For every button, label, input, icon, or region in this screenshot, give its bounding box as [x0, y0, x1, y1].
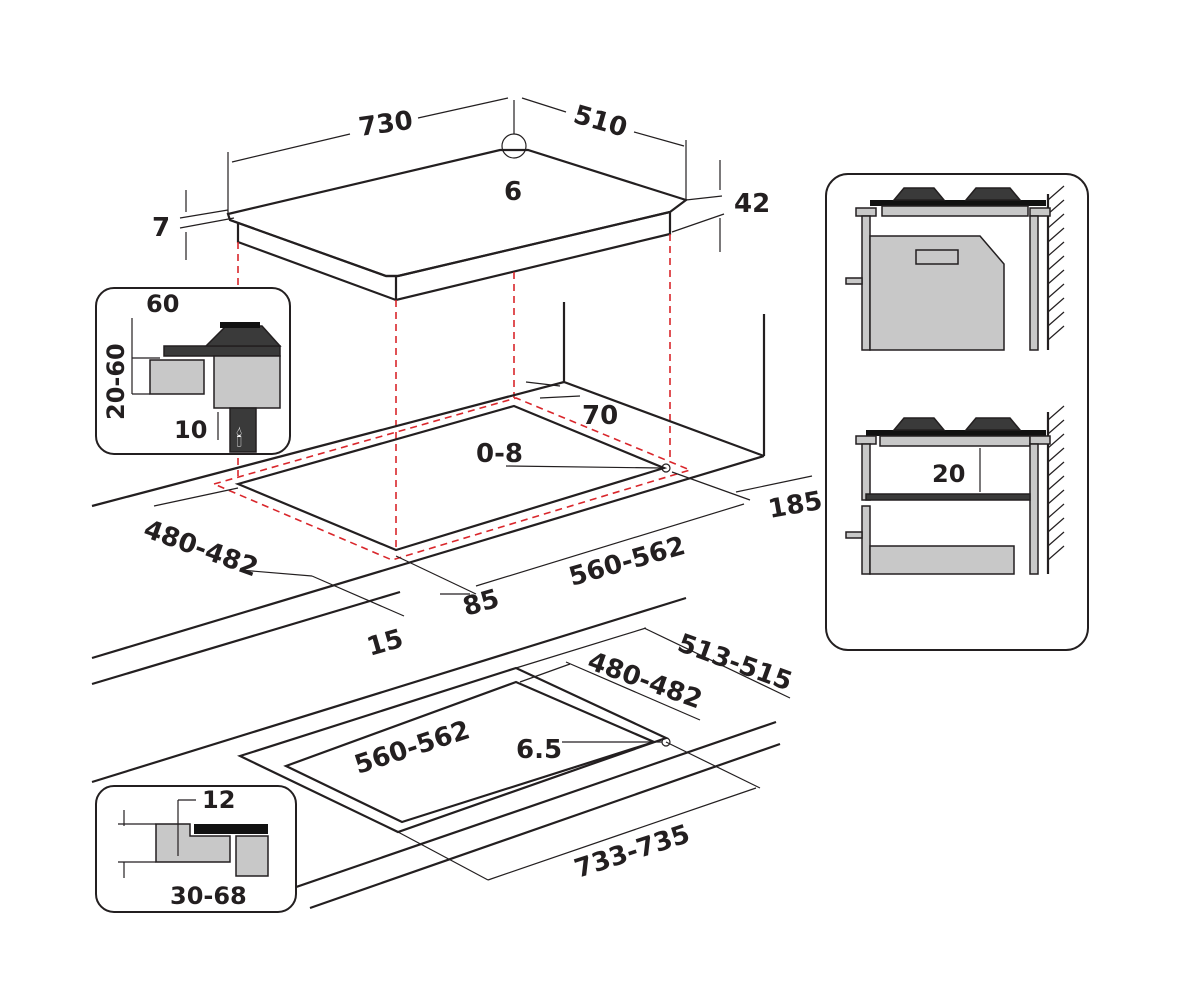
flush-cutout-drawing — [91, 596, 791, 910]
flush-inner-width-label: 560-562 — [351, 715, 474, 780]
detail-gas-clearance-label: 10 — [174, 416, 207, 444]
detail-thickness-label: 20-60 — [102, 343, 130, 420]
hob-width-label: 730 — [357, 106, 415, 143]
detail-min-side-label: 60 — [146, 290, 179, 318]
detail-rebate-label: 12 — [202, 786, 235, 814]
oven-gap-label: 20 — [932, 460, 965, 488]
hob-depth-label: 510 — [570, 100, 630, 144]
back-gap-label: 70 — [582, 401, 618, 431]
flush-outer-width-label: 733-735 — [571, 819, 694, 884]
detail-worktop-panel: 🕯 — [95, 287, 291, 455]
worktop-cutout-drawing — [91, 302, 813, 686]
front-gap-label: 15 — [364, 624, 407, 663]
flush-corner-label: 6.5 — [516, 735, 562, 765]
gas-flame-icon: 🕯 — [236, 426, 242, 452]
cutout-depth-label: 480-482 — [140, 514, 262, 583]
wall-gap-label: 185 — [766, 486, 825, 525]
detail-oven-panel — [825, 173, 1089, 651]
detail-flush-panel — [95, 785, 297, 913]
hob-drawing — [179, 97, 725, 302]
glass-thickness-label: 7 — [152, 213, 170, 243]
cutout-corner-label: 0-8 — [476, 439, 523, 469]
detail-flush-thickness-label: 30-68 — [170, 882, 247, 910]
hob-corner-label: 6 — [504, 177, 522, 207]
hob-height-label: 42 — [734, 189, 770, 219]
